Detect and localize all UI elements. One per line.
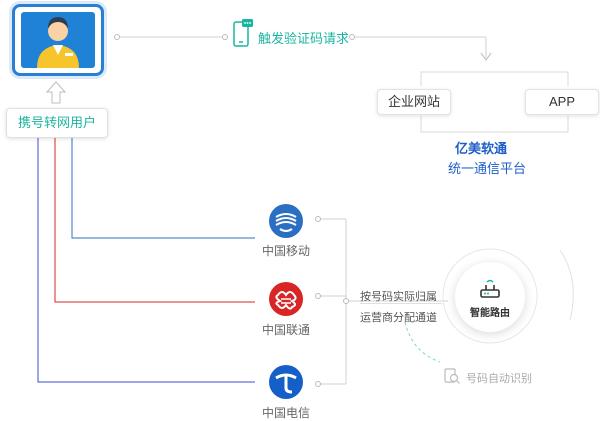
line-dot [315,293,321,299]
platform-name: 亿美软通 [455,141,508,156]
line-dot [315,381,321,387]
line-dot [222,34,228,40]
china-telecom-logo [268,364,304,400]
router-node: 智能路由 [455,262,525,332]
line-dot [114,34,120,40]
trigger-label: 触发验证码请求 [258,31,350,46]
routing-note-divider [360,303,442,304]
enterprise-site-box: 企业网站 [377,89,451,115]
search-doc-icon [443,367,461,385]
line-dot [315,216,321,222]
telecom-line [37,138,255,383]
routing-note-line1: 按号码实际归属 [360,291,437,303]
china-unicom-logo [268,281,304,317]
router-icon [480,279,500,298]
user-label-text: 携号转网用户 [17,115,96,130]
dashed-arc [404,321,441,363]
unicom-line [54,138,255,303]
mobile-line [71,138,255,239]
auto-identify-label: 号码自动识别 [466,373,532,385]
line-dot [349,34,355,40]
channel-bracket-bottom [420,116,569,133]
down-arrow [480,52,492,61]
channel-bracket-top [420,71,569,86]
china-unicom-label: 中国联通 [261,323,310,337]
china-mobile-label: 中国移动 [261,244,310,258]
app-box: APP [525,89,599,115]
phone-code-icon [232,18,253,48]
up-arrow [45,81,67,104]
arc [559,249,574,321]
user-label: 携号转网用户 [6,108,108,138]
router-label: 智能路由 [470,308,510,319]
platform-subtitle: 统一通信平台 [448,161,527,176]
user-card [12,4,104,76]
china-telecom-label: 中国电信 [261,406,310,420]
line-dot [343,298,349,304]
user-avatar-icon [21,12,95,68]
china-mobile-logo [268,203,304,239]
routing-note-line2: 运营商分配通道 [360,312,437,324]
router-outer-ring [442,248,538,344]
